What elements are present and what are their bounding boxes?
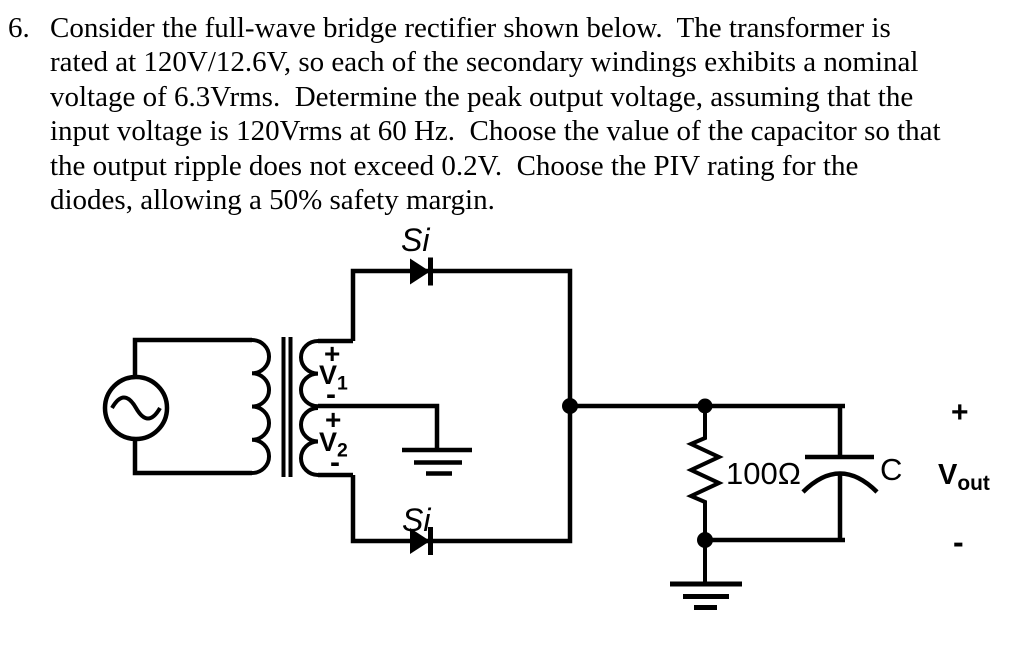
transformer-secondary-winding-2 <box>299 406 319 477</box>
winding2-minus-sign: - <box>330 446 340 479</box>
transformer-primary-winding <box>251 338 272 475</box>
winding1-v: V <box>319 360 338 390</box>
bottom-diode-icon <box>410 527 433 555</box>
sine-wave-icon <box>110 395 162 421</box>
winding1-subscript: 1 <box>337 372 348 395</box>
top-diode-triangle <box>410 258 430 285</box>
winding2-v: V <box>319 427 338 457</box>
top-diode-icon <box>410 257 433 286</box>
capacitor-curved-plate <box>801 471 879 494</box>
junction-dot-resistor-bottom <box>697 532 713 548</box>
winding1-label: V1 <box>319 362 348 394</box>
output-subscript: out <box>957 471 990 495</box>
problem-line-3: voltage of 6.3Vrms. Determine the peak o… <box>50 80 914 113</box>
top-diode-label: Si <box>401 222 430 258</box>
problem-line-5: the output ripple does not exceed 0.2V. … <box>50 149 859 182</box>
problem-statement: 6. Consider the full-wave bridge rectifi… <box>8 11 1018 217</box>
problem-line-1: Consider the full-wave bridge rectifier … <box>50 12 891 44</box>
problem-line-2: rated at 120V/12.6V, so each of the seco… <box>50 46 919 79</box>
primary-loop-wire <box>132 337 252 476</box>
filter-capacitor-icon <box>801 406 879 540</box>
output-voltage-label: Vout <box>938 461 990 495</box>
resistor-value-label: 100Ω <box>726 456 801 491</box>
problem-number: 6. <box>8 12 30 44</box>
junction-dot-resistor-top <box>697 398 713 414</box>
winding2-subscript: 2 <box>337 439 348 462</box>
bottom-diode-label: Si <box>402 502 431 538</box>
center-tap-wire <box>318 403 440 450</box>
ac-source <box>102 374 170 442</box>
capacitor-name-label: C <box>880 452 903 487</box>
winding1-plus-sign: + <box>324 338 341 369</box>
load-resistor <box>686 406 724 583</box>
output-v: V <box>938 459 958 491</box>
problem-line-6: diodes, allowing a 50% safety margin. <box>50 184 495 217</box>
center-tap-ground-icon <box>402 447 472 476</box>
winding2-label: V2 <box>319 429 348 461</box>
problem-line-4: input voltage is 120Vrms at 60 Hz. Choos… <box>50 115 941 148</box>
bottom-diode-triangle <box>410 528 430 554</box>
output-minus-sign: - <box>953 524 964 560</box>
transformer-core <box>281 337 293 477</box>
transformer-secondary-winding-1 <box>299 339 319 409</box>
output-ground-icon <box>670 581 742 610</box>
problem-text: Consider the full-wave bridge rectifier … <box>50 11 1018 217</box>
junction-dot-rectifier-output <box>562 398 578 414</box>
output-plus-sign: + <box>951 396 969 429</box>
winding2-plus-sign: + <box>325 404 342 435</box>
winding1-minus-sign: - <box>326 378 336 411</box>
